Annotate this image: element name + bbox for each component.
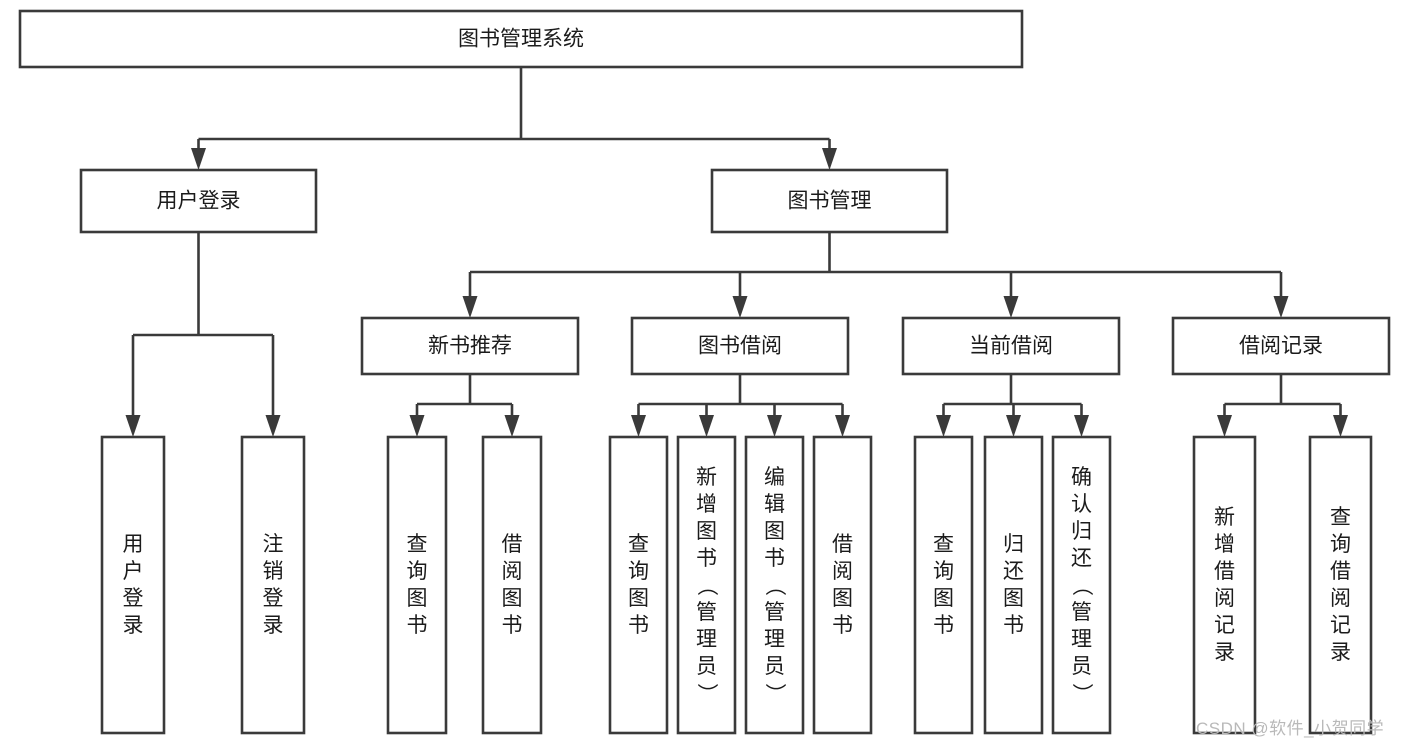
- node-box-leaf-borrow-book[interactable]: [812, 435, 873, 735]
- node-box-leaf-return-book[interactable]: [983, 435, 1044, 735]
- node-box-root[interactable]: [18, 9, 1024, 69]
- connector-record-to-leaves: [1217, 374, 1348, 437]
- connector-root-to-level2: [191, 67, 837, 170]
- node-box-current-borrow[interactable]: [901, 316, 1121, 376]
- node-box-borrow-record[interactable]: [1171, 316, 1391, 376]
- node-box-leaf-query-borrow-record[interactable]: [1308, 435, 1373, 735]
- connector-user-login-to-leaves: [125, 232, 281, 437]
- node-box-leaf-add-book-admin[interactable]: [676, 435, 737, 735]
- node-box-leaf-confirm-return-admin[interactable]: [1051, 435, 1112, 735]
- connector-book-manage-to-level3: [462, 232, 1289, 318]
- node-label-root: 图书管理系统: [458, 28, 584, 51]
- node-box-leaf-query-book-rec[interactable]: [386, 435, 448, 735]
- node-box-leaf-edit-book-admin[interactable]: [744, 435, 805, 735]
- node-label-new-book-recommend: 新书推荐: [428, 335, 512, 358]
- node-box-leaf-user-login[interactable]: [100, 435, 166, 735]
- node-box-new-book-recommend[interactable]: [360, 316, 580, 376]
- connector-borrow-to-leaves: [631, 374, 850, 437]
- node-label-book-borrow: 图书借阅: [698, 335, 782, 358]
- node-label-book-manage: 图书管理: [788, 190, 872, 213]
- node-label-current-borrow: 当前借阅: [969, 335, 1053, 358]
- node-box-leaf-logout[interactable]: [240, 435, 306, 735]
- box-layer: [18, 9, 1391, 735]
- node-label-borrow-record: 借阅记录: [1239, 335, 1323, 358]
- node-box-book-manage[interactable]: [710, 168, 949, 234]
- connector-recommend-to-leaves: [409, 374, 520, 437]
- watermark: CSDN @软件_小贺同学: [1196, 719, 1385, 738]
- node-box-user-login[interactable]: [79, 168, 318, 234]
- node-box-leaf-query-book-current[interactable]: [913, 435, 974, 735]
- node-box-book-borrow[interactable]: [630, 316, 850, 376]
- connector-current-to-leaves: [936, 374, 1089, 437]
- connector-layer: [125, 67, 1348, 437]
- node-box-leaf-add-borrow-record[interactable]: [1192, 435, 1257, 735]
- node-box-leaf-query-book-borrow[interactable]: [608, 435, 669, 735]
- node-box-leaf-borrow-book-rec[interactable]: [481, 435, 543, 735]
- node-label-user-login: 用户登录: [157, 190, 241, 213]
